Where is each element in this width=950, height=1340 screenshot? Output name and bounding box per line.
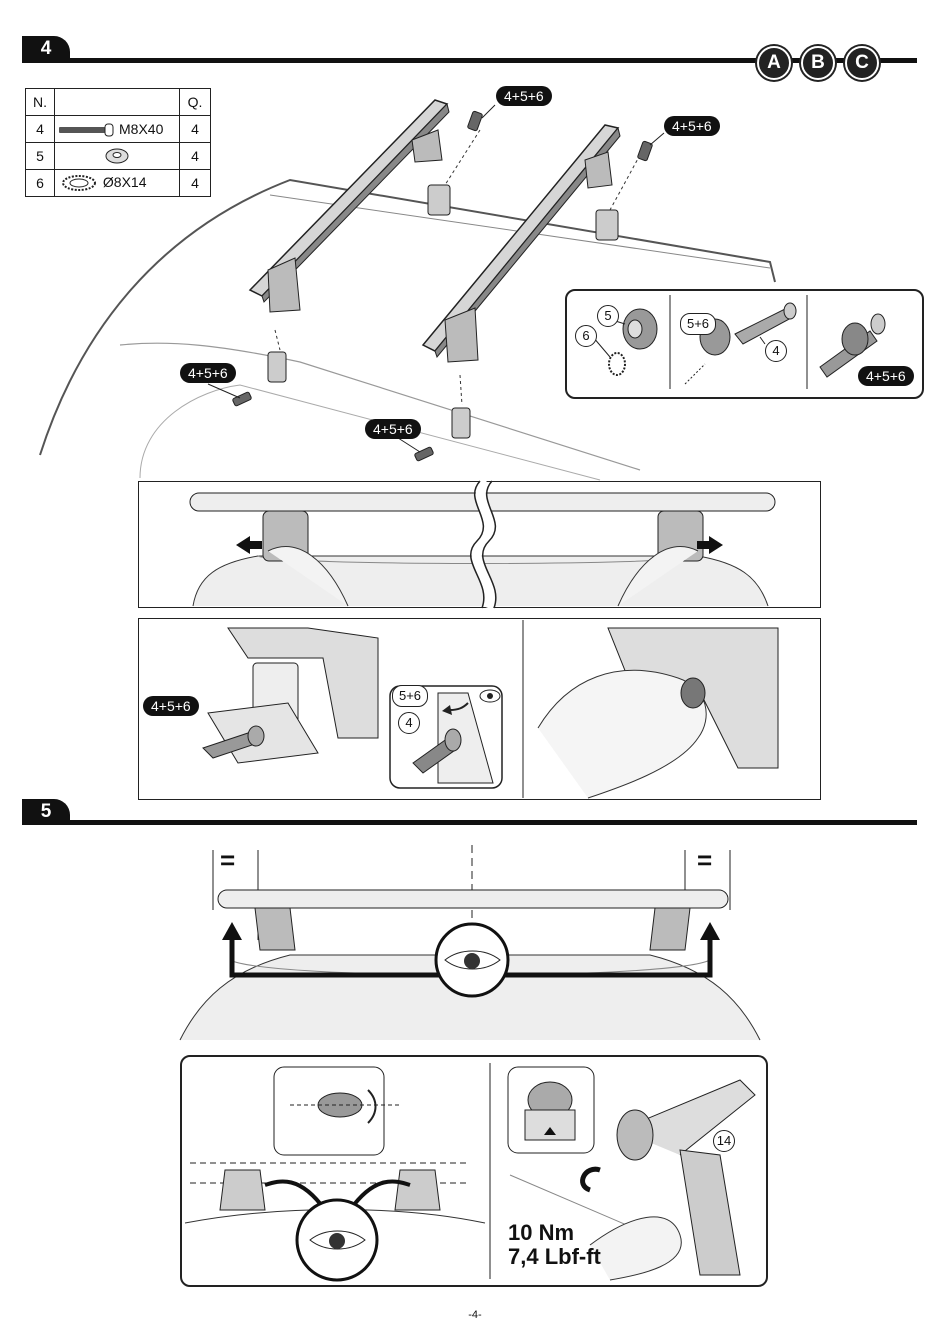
callout-n4: 4 [765, 340, 787, 362]
callout-combo-mid: 4+5+6 [365, 419, 421, 439]
part-desc-cell: M8X40 [54, 115, 180, 143]
bar-centering-drawing [179, 845, 761, 1041]
equal-sign-right: = [697, 845, 713, 875]
header-n: N. [25, 88, 55, 116]
parts-table: N. Q. 4 M8X40 4 5 4 6 Ø8X14 [25, 88, 211, 197]
torque-nm: 10 Nm [508, 1220, 575, 1245]
step-5-rule [22, 820, 917, 825]
part-qty: 4 [179, 169, 211, 197]
part-desc-cell: Ø8X14 [54, 169, 180, 197]
header-q: Q. [179, 88, 211, 116]
bar-adjust-drawing [189, 477, 776, 610]
table-row: 5 4 [25, 142, 211, 170]
callout-inset-4: 4 [398, 712, 420, 734]
callout-n56: 5+6 [680, 313, 716, 335]
part-number: 5 [25, 142, 55, 170]
header-part [54, 88, 180, 116]
part-desc-cell [54, 142, 180, 170]
torque-drawing [184, 1063, 756, 1282]
callout-n5: 5 [597, 305, 619, 327]
callout-combo-bolt: 4+5+6 [143, 696, 199, 716]
washer-assembly-drawing [592, 295, 886, 389]
roof-bars-illustration [39, 99, 776, 481]
part-qty: 4 [179, 142, 211, 170]
bolt-icon [59, 123, 114, 137]
callout-inset-56: 5+6 [392, 685, 428, 707]
washer-icon [105, 148, 129, 164]
variant-a-badge: A [757, 46, 791, 80]
step-4-rule [22, 58, 917, 63]
part-qty: 4 [179, 115, 211, 143]
page-number: -4- [468, 1309, 482, 1321]
torque-lbf: 7,4 Lbf-ft [508, 1244, 601, 1269]
callout-combo-top2: 4+5+6 [664, 116, 720, 136]
part-desc: Ø8X14 [102, 173, 147, 190]
callout-combo-detail: 4+5+6 [858, 366, 914, 386]
table-row: 6 Ø8X14 4 [25, 169, 211, 197]
serrated-washer-icon [62, 175, 96, 192]
equal-sign-left: = [220, 845, 236, 875]
part-desc: M8X40 [119, 120, 164, 137]
variant-b-badge: B [801, 46, 835, 80]
step-4-tab: 4 [22, 36, 70, 62]
callout-n6: 6 [575, 325, 597, 347]
part-number: 6 [25, 169, 55, 197]
variant-c-badge: C [845, 46, 879, 80]
callout-n14: 14 [713, 1130, 735, 1152]
bolt-fixing-drawing [202, 620, 779, 799]
callout-combo-top1: 4+5+6 [496, 86, 552, 106]
callout-combo-left: 4+5+6 [180, 363, 236, 383]
